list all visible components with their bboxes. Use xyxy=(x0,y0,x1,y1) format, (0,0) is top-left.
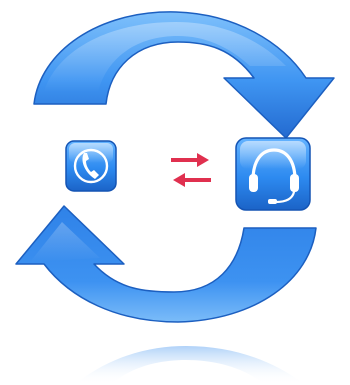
top-curved-arrow-icon xyxy=(34,12,334,138)
bottom-curved-arrow-icon xyxy=(16,206,316,322)
headset-tile xyxy=(236,138,310,210)
exchange-arrows-icon xyxy=(171,153,211,187)
arrow-reflection xyxy=(78,346,304,384)
phone-tile xyxy=(66,141,116,191)
